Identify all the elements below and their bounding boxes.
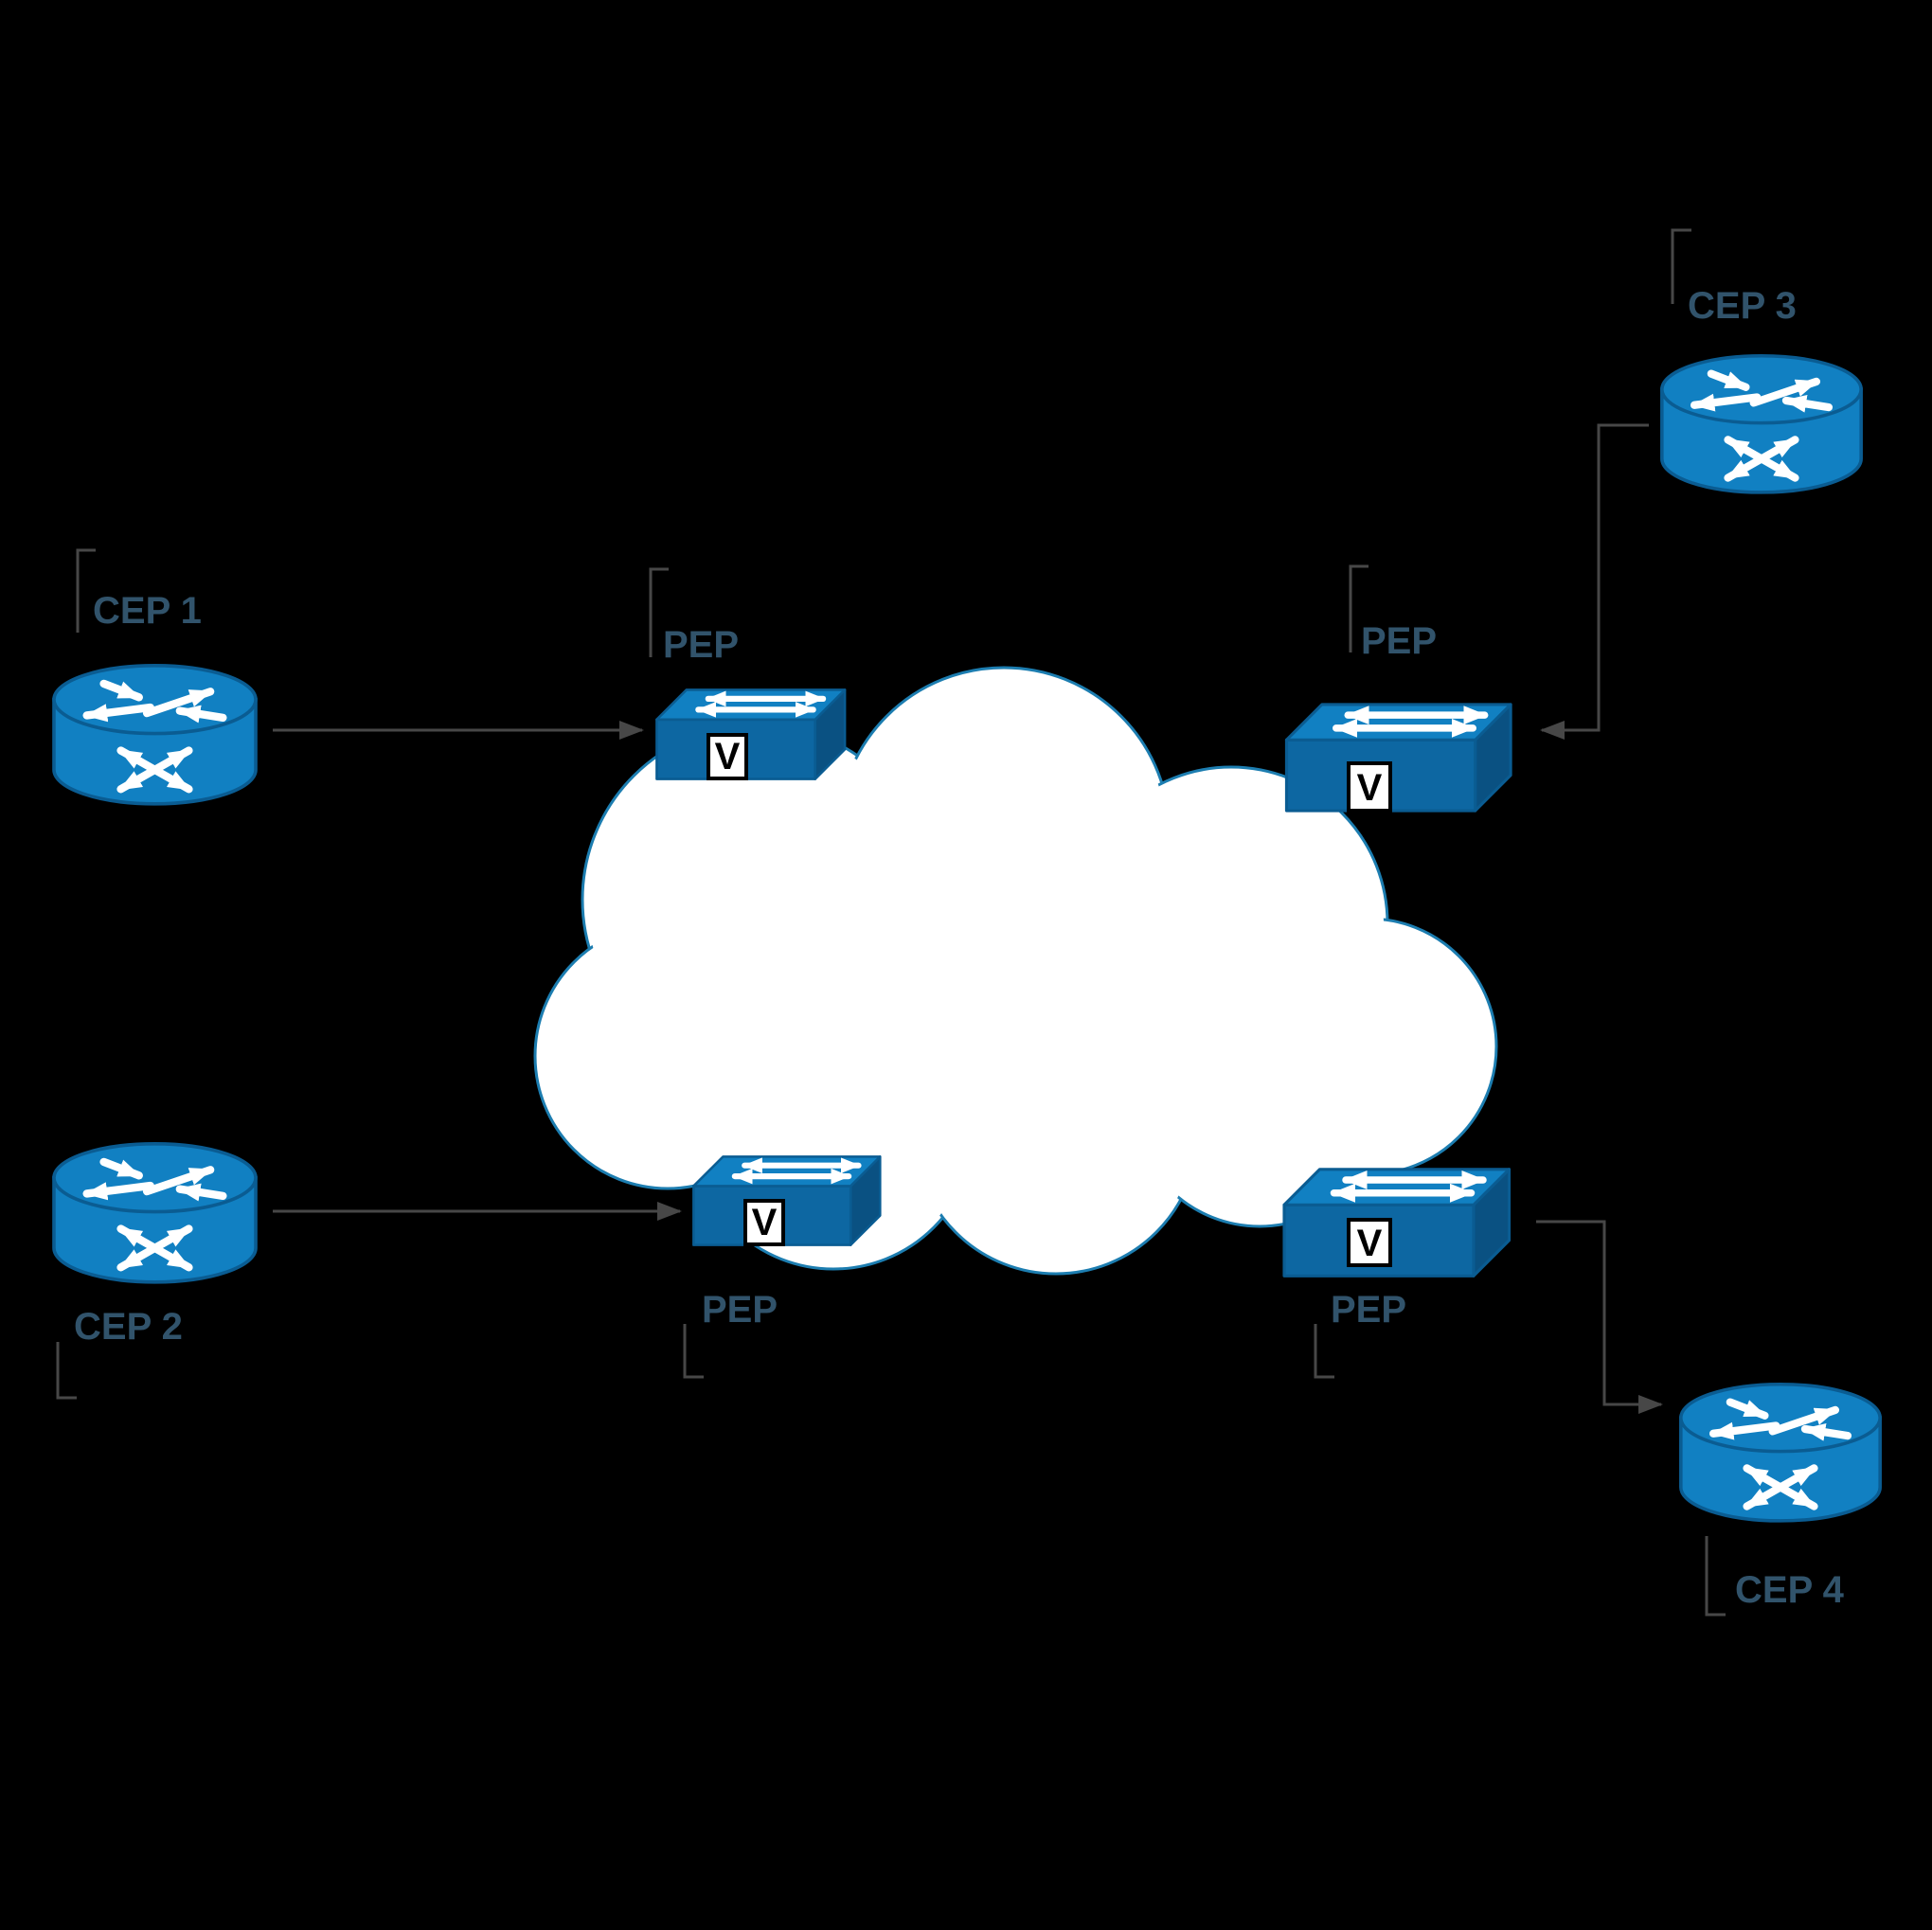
callout-pep-bottom-right [1314,1324,1334,1379]
badge-pep-bottom-right: V [1347,1218,1392,1267]
switch-pep-top-right-icon [1286,705,1511,811]
edge-pep-bottom-right-to-cep4 [1536,1220,1663,1414]
callout-cep3 [1671,228,1691,304]
callout-pep-top-right [1349,564,1368,652]
badge-letter: V [752,1202,778,1243]
label-pep-top-right: PEP [1361,620,1437,662]
label-pep-top-left: PEP [663,624,739,666]
edge-cep3-to-pep-top-right [1540,423,1649,740]
switch-pep-bottom-right-icon [1284,1170,1510,1277]
router-cep3-icon [1662,356,1861,492]
label-pep-bottom-right: PEP [1331,1289,1406,1331]
badge-pep-top-right: V [1347,761,1392,813]
badge-box [1347,1218,1392,1267]
badge-box [743,1199,785,1246]
callout-cep1 [76,548,96,633]
badge-box [707,733,748,780]
callout-pep-bottom-left [683,1324,704,1379]
router-cep2-icon [54,1144,256,1282]
badge-box [1347,761,1392,813]
router-cep4-icon [1681,1385,1880,1521]
router-cep1-icon [54,666,256,804]
network-cloud [533,666,1498,1276]
label-cep4: CEP 4 [1735,1569,1845,1611]
switch-pep-top-left-icon [656,689,845,778]
label-cep1: CEP 1 [93,590,202,632]
badge-pep-top-left: V [707,733,748,780]
badge-pep-bottom-left: V [743,1199,785,1246]
label-callout-brackets [56,228,1726,1617]
callout-cep2 [56,1342,77,1400]
badge-letter: V [1357,767,1383,809]
callout-pep-top-left [649,567,669,657]
callout-cep4 [1705,1536,1726,1617]
connection-edges [273,423,1663,1414]
badge-letter: V [715,736,741,777]
switch-pep-bottom-left-icon [693,1156,880,1244]
label-cep2: CEP 2 [74,1306,183,1348]
label-cep3: CEP 3 [1688,285,1797,327]
badge-letter: V [1357,1223,1383,1264]
label-pep-bottom-left: PEP [702,1289,778,1331]
